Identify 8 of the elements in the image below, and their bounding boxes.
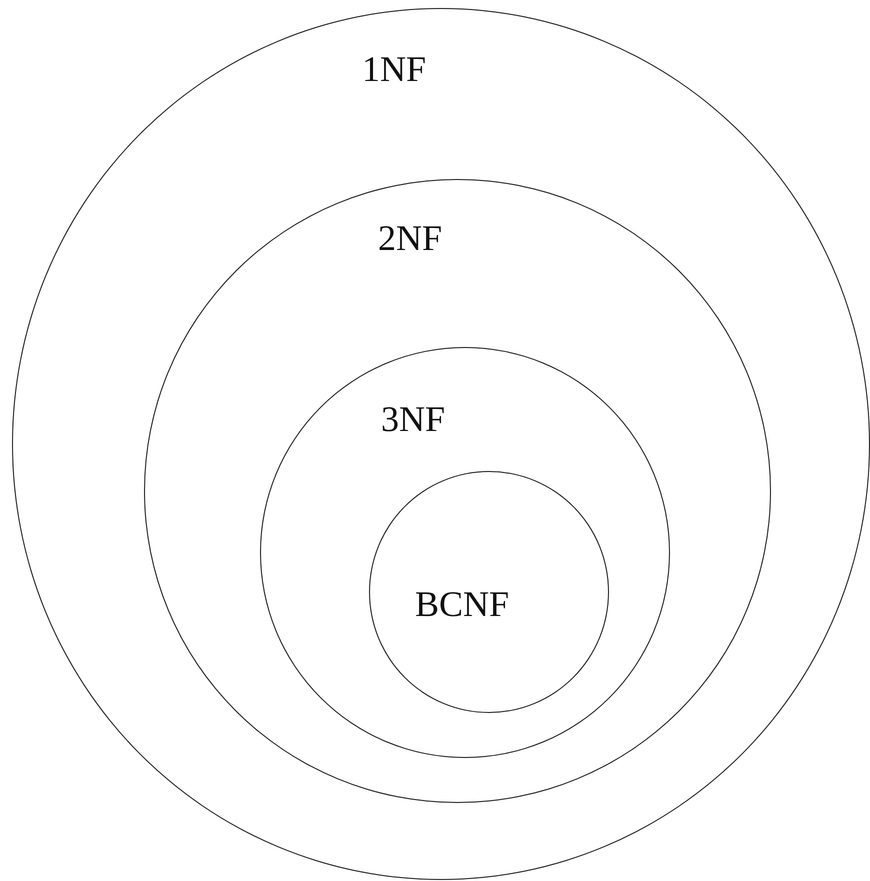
set-label: 3NF: [380, 399, 446, 439]
set-circle: [260, 347, 670, 758]
set-label: BCNF: [414, 584, 510, 624]
set-circle: [369, 471, 609, 713]
set-circle: [12, 8, 870, 880]
set-label: 1NF: [362, 49, 426, 89]
set-label: 2NF: [378, 218, 442, 258]
set-circle: [144, 179, 771, 803]
